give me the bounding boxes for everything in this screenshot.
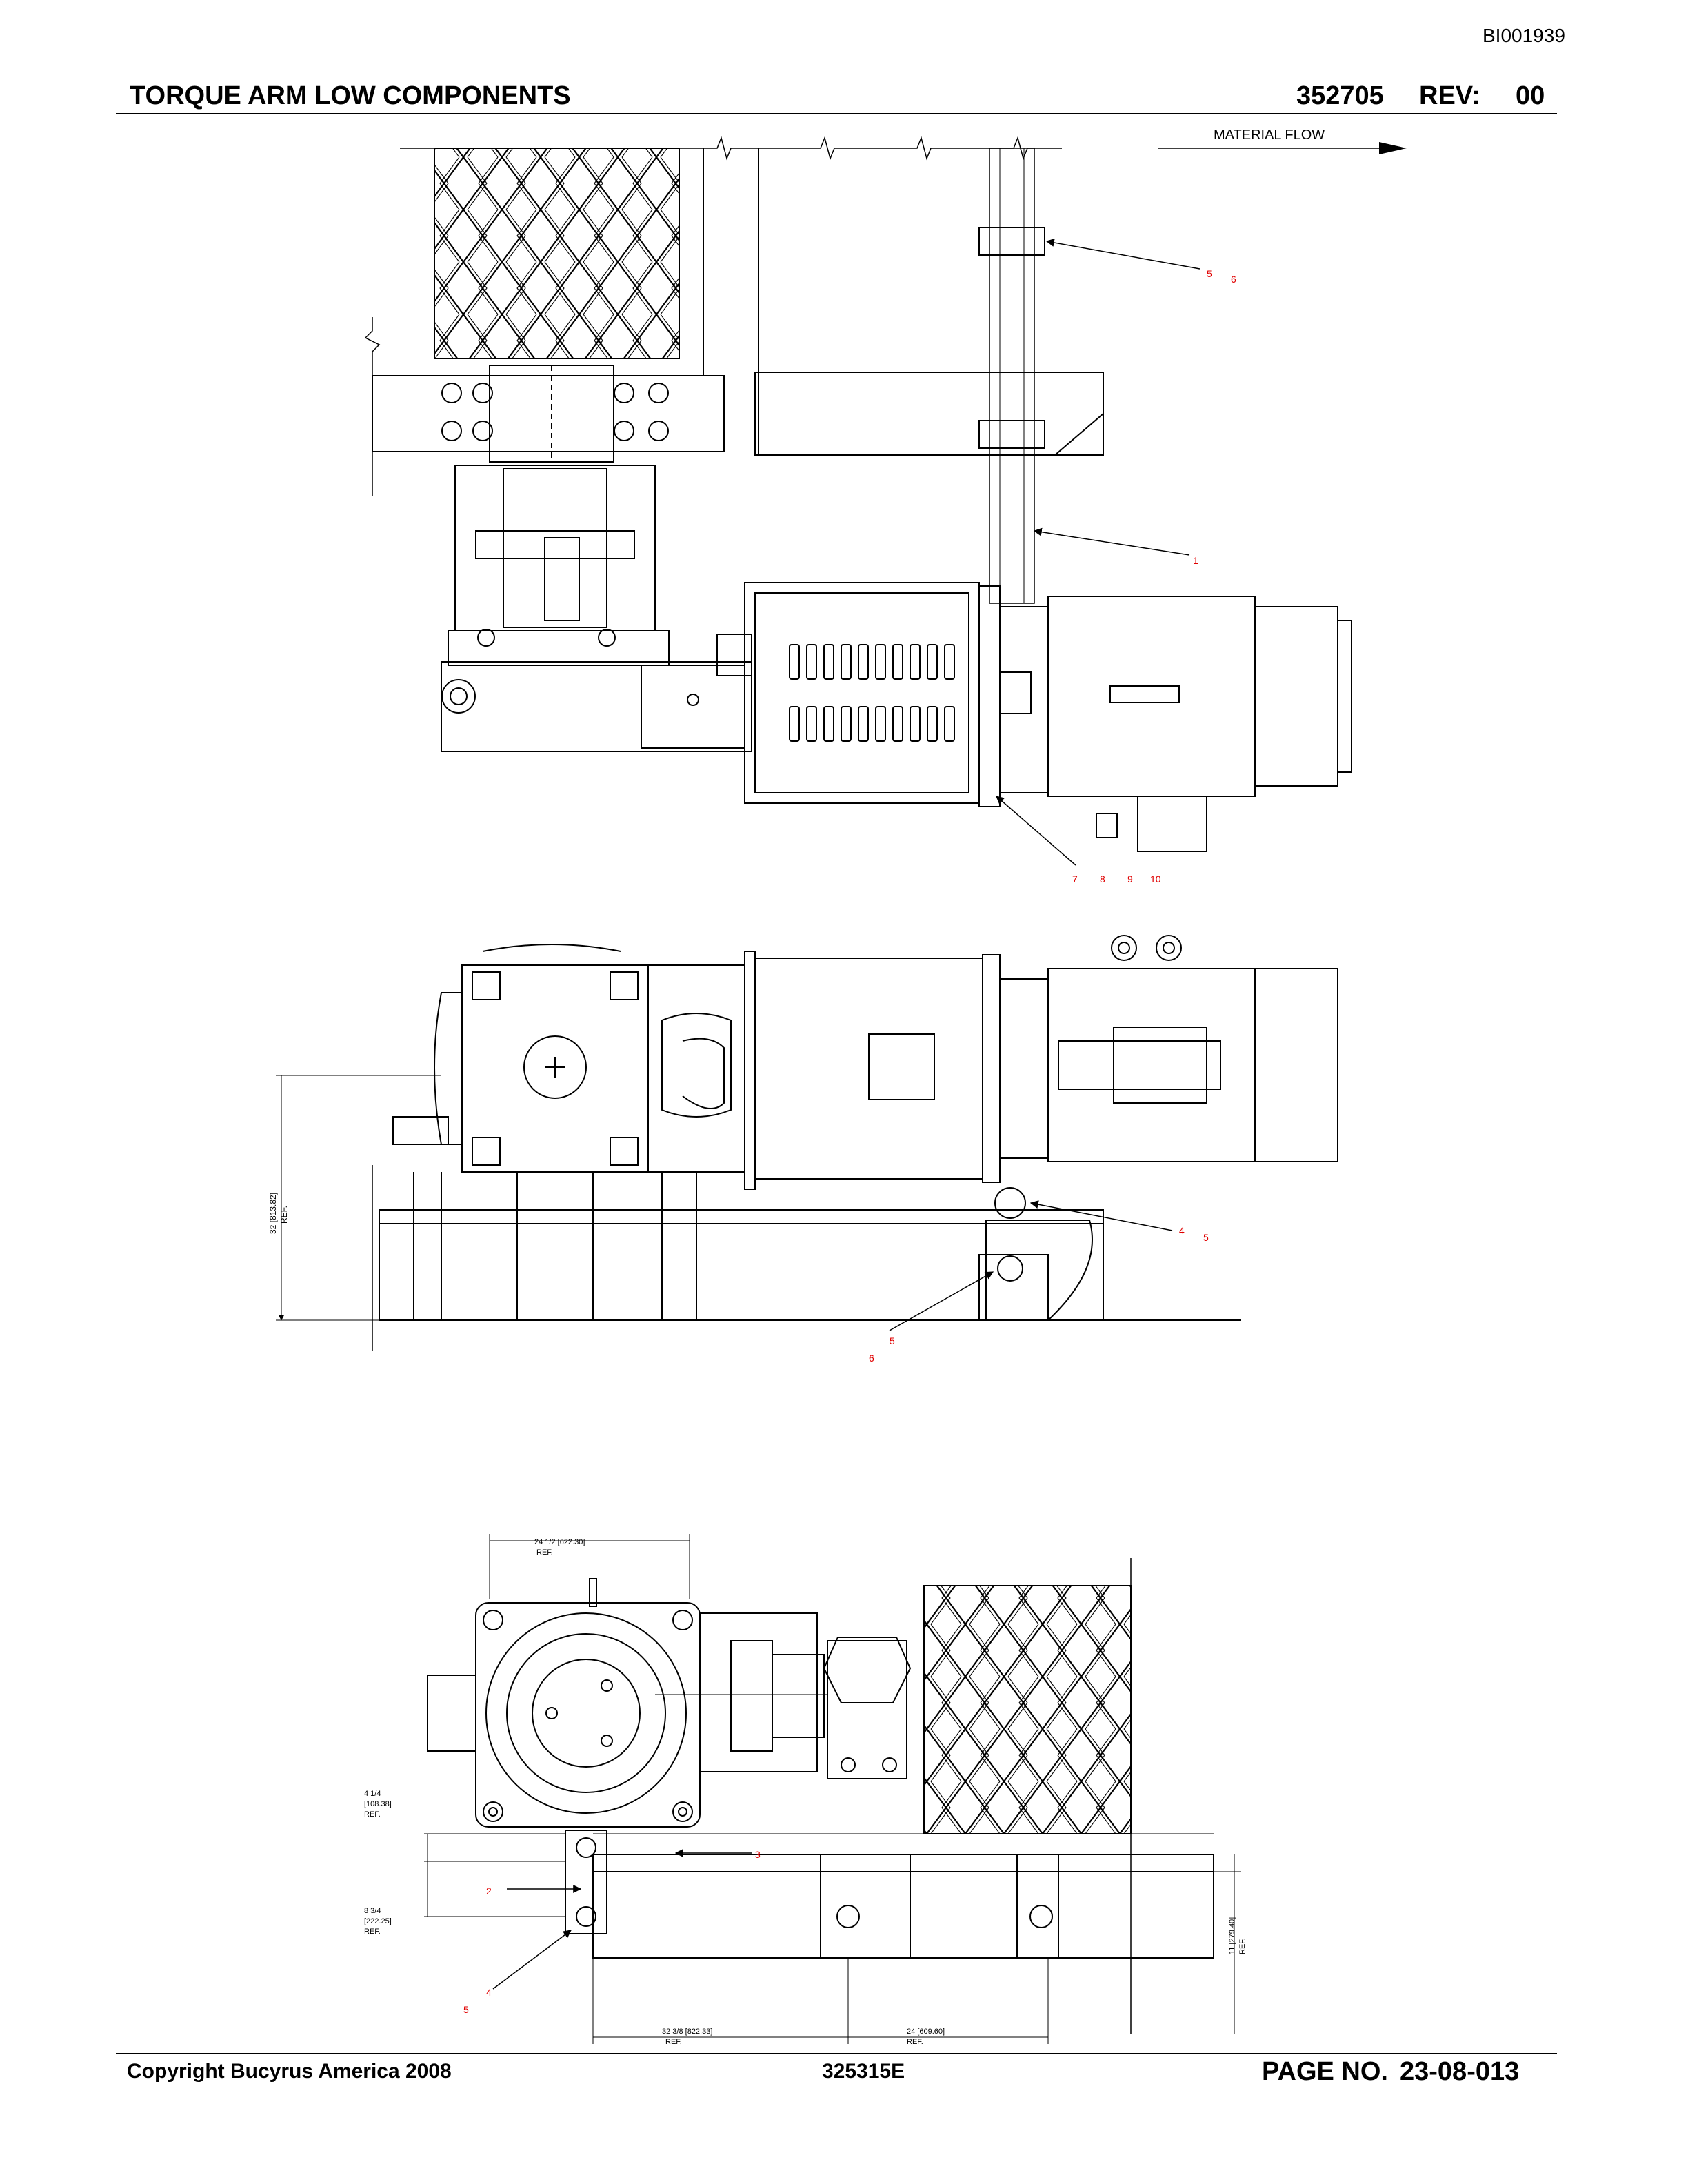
callout-4-side: 4: [1179, 1225, 1185, 1236]
end-dim-top-ref: REF.: [536, 1548, 553, 1557]
callout-5-end: 5: [463, 2004, 469, 2015]
material-flow-arrow-icon: [1379, 142, 1407, 154]
page-number-label: PAGE NO.: [1262, 2057, 1388, 2086]
page-number-value: 23-08-013: [1400, 2057, 1520, 2086]
top-view: [364, 136, 1352, 852]
end-dim-bottom-1: 32 3/8 [822.33]: [662, 2028, 712, 2036]
callout-4-end: 4: [486, 1987, 492, 1998]
callout-9-top: 9: [1127, 873, 1133, 884]
footer-rule: [116, 2053, 1557, 2054]
callout-5-top: 5: [1207, 268, 1212, 279]
end-dim-bottom-2: 24 [609.60]: [907, 2028, 945, 2036]
vent-slots: [789, 644, 955, 742]
revision-value: 00: [1516, 81, 1545, 110]
end-dim-right: 11 [279.40]: [1228, 1917, 1236, 1954]
callout-8-top: 8: [1100, 873, 1105, 884]
callout-5-side-a: 5: [1203, 1232, 1209, 1243]
end-dim-top: 24 1/2 [622.30]: [534, 1538, 585, 1546]
callout-7-top: 7: [1072, 873, 1078, 884]
callout-5-side-b: 5: [890, 1335, 895, 1346]
end-dim-bottom-1-ref: REF.: [665, 2038, 682, 2046]
end-dim-left-1b: [108.38]: [364, 1800, 392, 1808]
callout-6-side: 6: [869, 1353, 874, 1364]
callout-3-end: 3: [755, 1849, 761, 1860]
end-dim-left-2b: [222.25]: [364, 1917, 392, 1925]
revision-label: REV:: [1419, 81, 1480, 110]
callout-6-top: 6: [1231, 274, 1236, 285]
page-title: TORQUE ARM LOW COMPONENTS: [130, 81, 571, 110]
end-dim-left-1-ref: REF.: [364, 1810, 381, 1819]
end-dim-bottom-2-ref: REF.: [907, 2038, 923, 2046]
header-rule: [116, 113, 1557, 114]
side-view: [276, 935, 1338, 1351]
callout-10-top: 10: [1150, 873, 1161, 884]
side-dim-ref: REF.: [279, 1206, 289, 1224]
copyright-notice: Copyright Bucyrus America 2008: [127, 2060, 452, 2083]
end-view: [424, 1534, 1241, 2044]
end-dim-left-2a: 8 3/4: [364, 1907, 381, 1915]
callout-2-end: 2: [486, 1885, 492, 1897]
end-dim-left-2-ref: REF.: [364, 1928, 381, 1936]
side-dim-label: 32 [813.82]: [268, 1193, 278, 1234]
end-dim-right-ref: REF.: [1238, 1938, 1247, 1954]
material-flow-label: MATERIAL FLOW: [1214, 128, 1325, 143]
callout-1-top: 1: [1193, 555, 1198, 566]
page-header: TORQUE ARM LOW COMPONENTS 352705 REV: 00: [130, 81, 1564, 117]
part-number: 352705: [1296, 81, 1384, 110]
end-dim-left-1a: 4 1/4: [364, 1790, 381, 1798]
doc-number: 325315E: [822, 2060, 905, 2083]
document-id: BI001939: [1483, 25, 1565, 46]
